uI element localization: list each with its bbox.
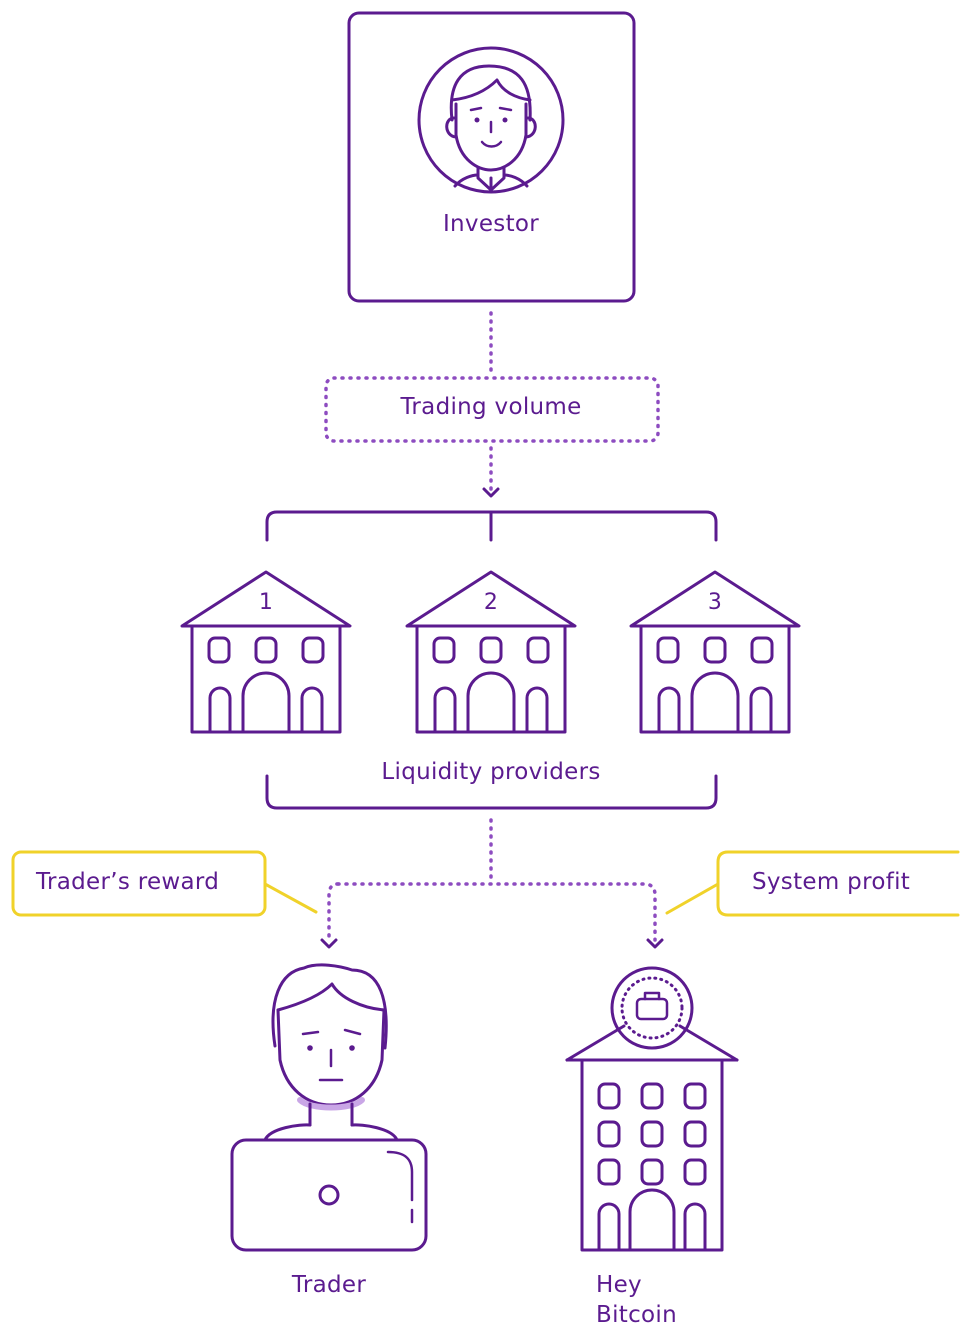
- callout-system-profit: [665, 850, 960, 917]
- trading-volume-label: Trading volume: [400, 394, 582, 420]
- bottom-bracket: [265, 774, 718, 810]
- trader-at-laptop-icon: [230, 963, 428, 1252]
- trader-reward-callout-label: Trader’s reward: [36, 869, 220, 895]
- bank-building-icon-2: [405, 570, 577, 734]
- investor-label: Investor: [442, 211, 540, 237]
- trading-volume-box: [324, 376, 660, 443]
- bank-building-icon-3: [629, 570, 801, 734]
- company-label-line2: Bitcoin: [596, 1302, 677, 1328]
- liquidity-providers-label: Liquidity providers: [381, 759, 601, 785]
- arrowhead-company: [646, 938, 664, 949]
- company-label-line1: Hey: [596, 1272, 642, 1298]
- trader-label: Trader: [291, 1272, 367, 1298]
- provider-number-3: 3: [707, 590, 723, 615]
- provider-number-2: 2: [483, 590, 499, 615]
- office-building-coin-icon: [565, 966, 739, 1252]
- investor-box: [347, 11, 636, 303]
- arrowhead-trader: [320, 938, 338, 949]
- bank-building-icon-1: [180, 570, 352, 734]
- callout-trader-reward: [11, 850, 318, 917]
- provider-number-1: 1: [258, 590, 274, 615]
- connector-split: [327, 818, 657, 942]
- arrowhead-volume: [482, 487, 500, 498]
- system-profit-callout-label: System profit: [752, 869, 911, 895]
- investor-avatar-icon: [417, 46, 565, 194]
